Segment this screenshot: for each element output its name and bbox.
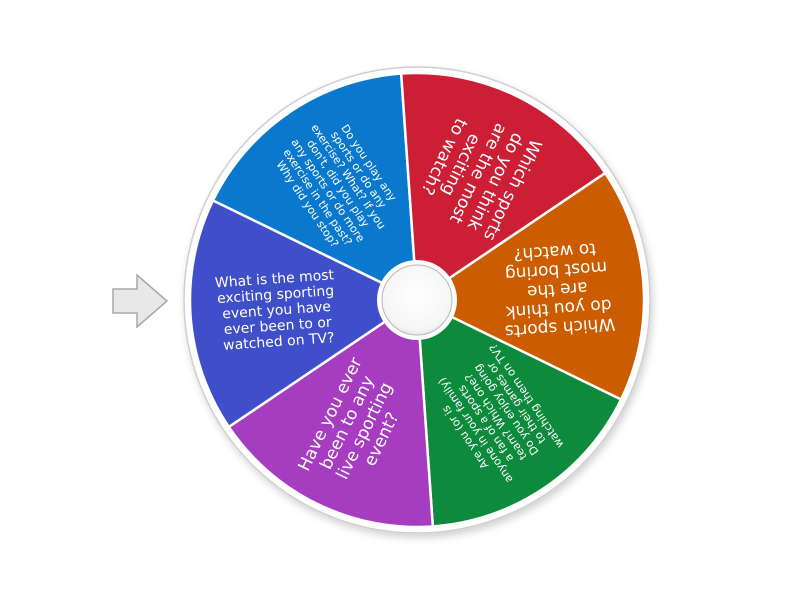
segment-label: Which sportsdo you thinkare themost bori… (499, 237, 616, 341)
segment-label-line: are the (526, 277, 588, 301)
wheel-segment[interactable]: Which sportsdo you thinkare the mostexci… (399, 71, 607, 303)
wheel-segment[interactable]: Which sportsdo you thinkare themost bori… (414, 171, 646, 402)
wheel-segment[interactable]: Do you play anysports or do anyexercise?… (211, 72, 419, 303)
wheel-segment[interactable]: What is the mostexciting sportingevent y… (188, 198, 420, 429)
wheel-segment[interactable]: Have you everbeen to anylive sportingeve… (227, 297, 435, 529)
segment-slice (414, 171, 646, 402)
wheel-segments: Do you play anysports or do anyexercise?… (188, 71, 646, 529)
arrow-right-icon (112, 273, 169, 329)
segment-label-line: ever been to or (223, 315, 332, 339)
segment-label-line: event you have (222, 299, 332, 323)
wheel-segment[interactable]: Are you (or isanyone in your family)a fa… (415, 297, 623, 528)
segment-label-line: watched on TV? (223, 330, 335, 354)
segment-slice (227, 297, 435, 529)
wheel-hub[interactable] (381, 264, 453, 336)
segment-slice (399, 71, 607, 303)
segment-label: What is the mostexciting sportingevent y… (214, 267, 339, 354)
segment-slice (188, 198, 420, 429)
segment-slice (211, 72, 419, 303)
segment-slice (415, 297, 623, 528)
